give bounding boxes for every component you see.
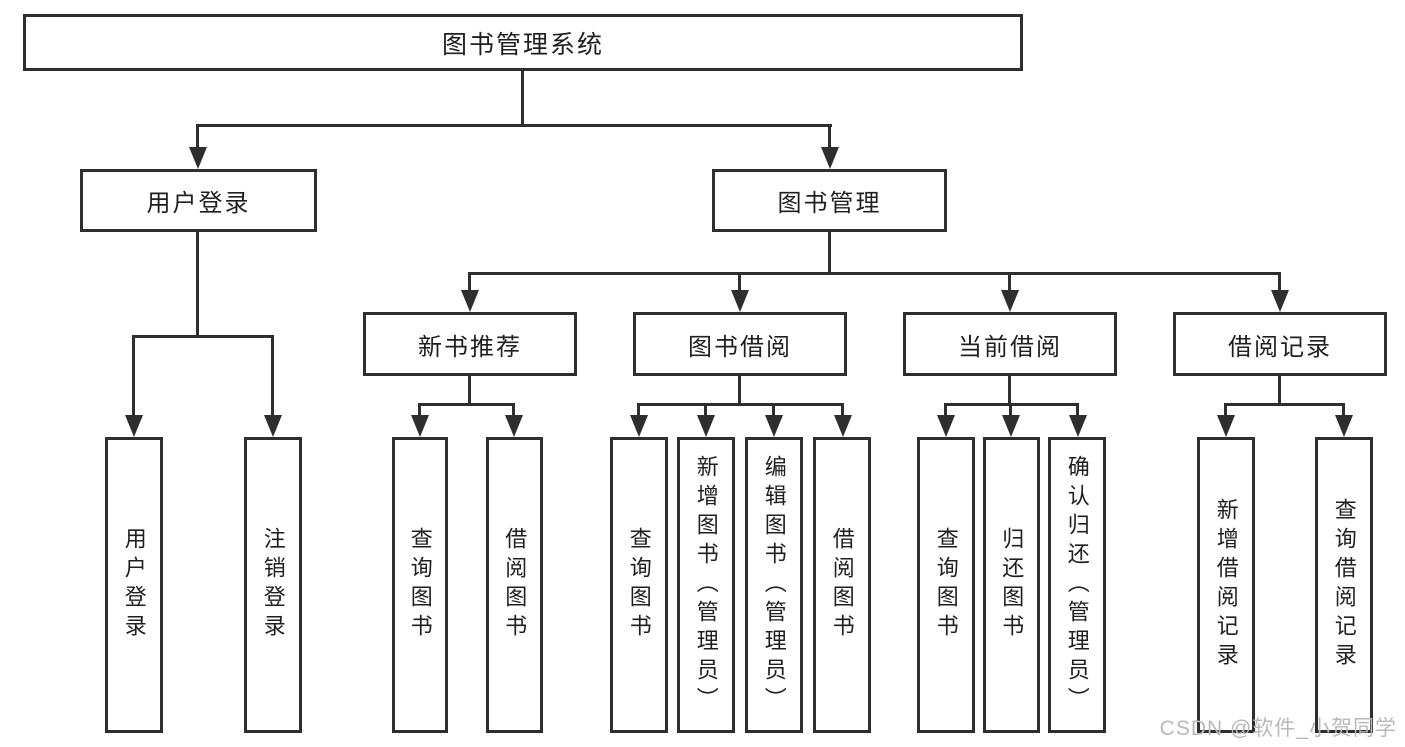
leaf-query-book-1: 查询图书 [392, 437, 448, 733]
connector-line [828, 232, 831, 274]
connector-line [828, 125, 831, 149]
connector-line [468, 272, 1281, 275]
connector-line [132, 335, 274, 338]
arrow-down-icon [505, 415, 523, 437]
leaf-add-book-admin: 新增图书（管理员） [677, 437, 735, 733]
leaf-query-borrow-record: 查询借阅记录 [1315, 437, 1373, 733]
leaf-confirm-return-admin: 确认归还（管理员） [1048, 437, 1106, 733]
csdn-watermark: CSDN @软件_小贺同学 [1159, 717, 1397, 740]
leaf-confirm-return-admin-label: 确认归还（管理员） [1064, 454, 1090, 716]
leaf-return-book: 归还图书 [983, 437, 1040, 733]
connector-line [1278, 376, 1281, 405]
connector-line [738, 273, 741, 292]
leaf-add-borrow-record-label: 新增借阅记录 [1213, 498, 1239, 672]
node-book-borrow: 图书借阅 [633, 312, 847, 376]
leaf-query-book-1-label: 查询图书 [407, 527, 433, 643]
leaf-borrow-book-1-label: 借阅图书 [502, 527, 528, 643]
node-new-book-recommend-label: 新书推荐 [418, 333, 522, 361]
node-current-borrow: 当前借阅 [903, 312, 1117, 376]
leaf-query-book-2-label: 查询图书 [626, 527, 652, 643]
connector-line [1278, 273, 1281, 292]
arrow-down-icon [1271, 290, 1289, 312]
arrow-down-icon [765, 415, 783, 437]
arrow-down-icon [189, 147, 207, 169]
connector-line [704, 404, 707, 417]
connector-line [841, 404, 844, 417]
connector-line [637, 404, 640, 417]
leaf-edit-book-admin: 编辑图书（管理员） [745, 437, 803, 733]
connector-line [944, 404, 947, 417]
connector-line [1076, 404, 1079, 417]
leaf-edit-book-admin-label: 编辑图书（管理员） [761, 454, 787, 716]
node-user-login-label: 用户登录 [146, 190, 251, 217]
node-root: 图书管理系统 [23, 14, 1023, 71]
leaf-query-book-2: 查询图书 [610, 437, 668, 733]
leaf-borrow-book-2-label: 借阅图书 [829, 527, 855, 643]
leaf-user-login-label: 用户登录 [121, 527, 147, 643]
connector-line [1224, 403, 1345, 406]
connector-line [418, 404, 421, 417]
node-root-label: 图书管理系统 [441, 30, 604, 59]
arrow-down-icon [1001, 290, 1019, 312]
arrow-down-icon [731, 290, 749, 312]
node-new-book-recommend: 新书推荐 [363, 312, 577, 376]
node-book-borrow-label: 图书借阅 [688, 333, 792, 361]
node-book-management: 图书管理 [712, 169, 947, 232]
connector-line [1224, 404, 1227, 417]
node-current-borrow-label: 当前借阅 [958, 333, 1062, 361]
connector-line [132, 336, 135, 417]
connector-line [512, 404, 515, 417]
connector-line [468, 273, 471, 292]
arrow-down-icon [1069, 415, 1087, 437]
leaf-query-book-3: 查询图书 [917, 437, 975, 733]
leaf-return-book-label: 归还图书 [999, 527, 1025, 643]
leaf-add-borrow-record: 新增借阅记录 [1197, 437, 1255, 733]
arrow-down-icon [125, 415, 143, 437]
connector-line [637, 403, 844, 406]
leaf-query-borrow-record-label: 查询借阅记录 [1331, 498, 1357, 672]
node-user-login: 用户登录 [80, 169, 317, 232]
node-book-management-label: 图书管理 [777, 190, 882, 217]
arrow-down-icon [461, 290, 479, 312]
arrow-down-icon [821, 147, 839, 169]
leaf-query-book-3-label: 查询图书 [933, 527, 959, 643]
arrow-down-icon [697, 415, 715, 437]
arrow-down-icon [1217, 415, 1235, 437]
node-borrow-record-label: 借阅记录 [1228, 333, 1332, 361]
arrow-down-icon [630, 415, 648, 437]
arrow-down-icon [834, 415, 852, 437]
connector-line [738, 376, 741, 405]
arrow-down-icon [1335, 415, 1353, 437]
arrow-down-icon [937, 415, 955, 437]
connector-line [1008, 273, 1011, 292]
leaf-add-book-admin-label: 新增图书（管理员） [693, 454, 719, 716]
connector-line [1342, 404, 1345, 417]
connector-line [271, 336, 274, 417]
connector-line [196, 232, 199, 337]
connector-line [521, 71, 524, 126]
connector-line [418, 403, 515, 406]
leaf-borrow-book-1: 借阅图书 [486, 437, 543, 733]
node-borrow-record: 借阅记录 [1173, 312, 1387, 376]
leaf-user-login: 用户登录 [105, 437, 163, 733]
connector-line [196, 125, 199, 149]
arrow-down-icon [1002, 415, 1020, 437]
connector-line [1009, 404, 1012, 417]
arrow-down-icon [411, 415, 429, 437]
connector-line [772, 404, 775, 417]
connector-line [468, 376, 471, 405]
leaf-borrow-book-2: 借阅图书 [813, 437, 871, 733]
leaf-logout-label: 注销登录 [260, 527, 286, 643]
connector-line [1008, 376, 1011, 405]
arrow-down-icon [264, 415, 282, 437]
connector-line [196, 124, 832, 127]
leaf-logout: 注销登录 [244, 437, 302, 733]
